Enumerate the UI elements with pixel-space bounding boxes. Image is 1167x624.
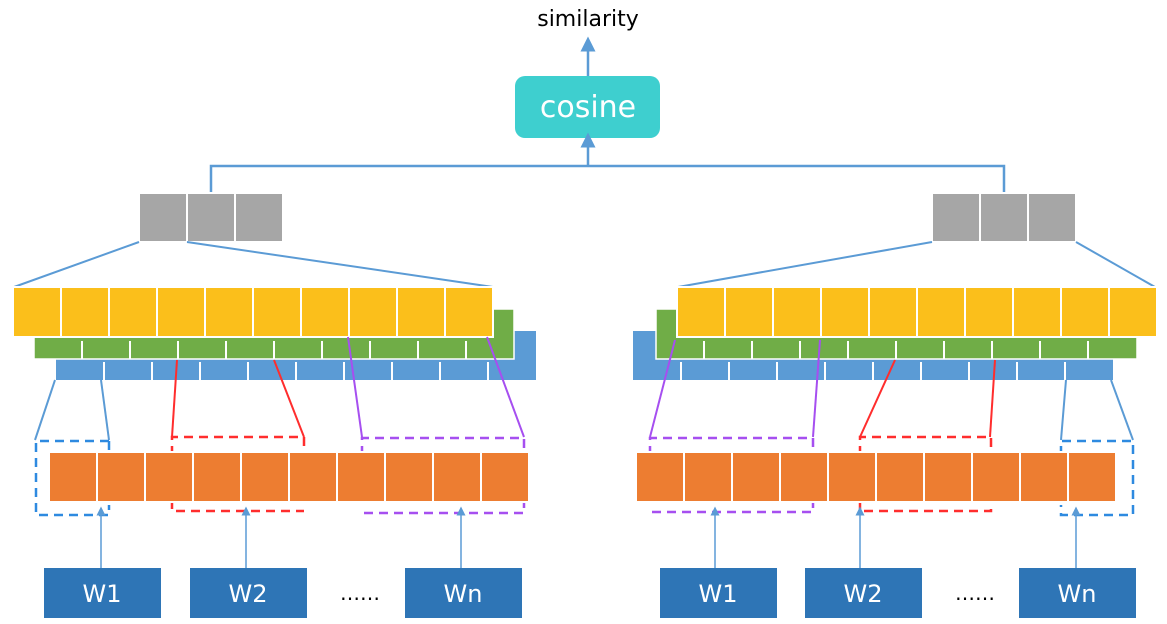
right-word-w2: W2 (805, 568, 922, 618)
cosine-label: cosine (540, 90, 636, 125)
right-window-blue (1059, 439, 1135, 517)
left-word-arrows (96, 506, 466, 568)
right-ellipsis: …… (955, 581, 995, 605)
left-feature-map-yellow (12, 286, 494, 338)
right-word-w1: W1 (660, 568, 777, 618)
left-pooled-vector (138, 192, 284, 243)
right-word-w2-label: W2 (844, 580, 883, 608)
left-word-w2-label: W2 (229, 580, 268, 608)
left-word-w1: W1 (44, 568, 161, 618)
left-word-w2: W2 (190, 568, 307, 618)
right-tower: W1 W2 …… Wn (633, 192, 1158, 618)
left-word-wn-label: Wn (444, 580, 483, 608)
left-embedding-row (48, 451, 530, 503)
left-window-blue (34, 439, 111, 517)
right-word-w1-label: W1 (699, 580, 738, 608)
right-pooling-lines (677, 241, 1156, 288)
right-pooled-vector (931, 192, 1077, 243)
right-word-arrows (710, 506, 1081, 568)
right-window-purple (648, 436, 815, 514)
left-ellipsis: …… (340, 581, 380, 605)
merge-connector (209, 132, 1006, 192)
left-pooling-lines (13, 241, 494, 288)
left-tower: W1 W2 …… Wn (12, 192, 536, 618)
left-window-purple (360, 436, 526, 515)
right-word-wn-label: Wn (1058, 580, 1097, 608)
right-window-connectors (649, 339, 1134, 441)
right-feature-map-yellow (676, 286, 1158, 338)
left-window-red (170, 435, 306, 513)
cosine-node: cosine (515, 76, 660, 138)
left-window-connectors (34, 336, 525, 441)
right-window-red (858, 435, 993, 513)
left-word-wn: Wn (405, 568, 522, 618)
right-embedding-row (635, 451, 1117, 503)
right-word-wn: Wn (1019, 568, 1136, 618)
similarity-label: similarity (537, 7, 639, 32)
left-word-w1-label: W1 (83, 580, 122, 608)
